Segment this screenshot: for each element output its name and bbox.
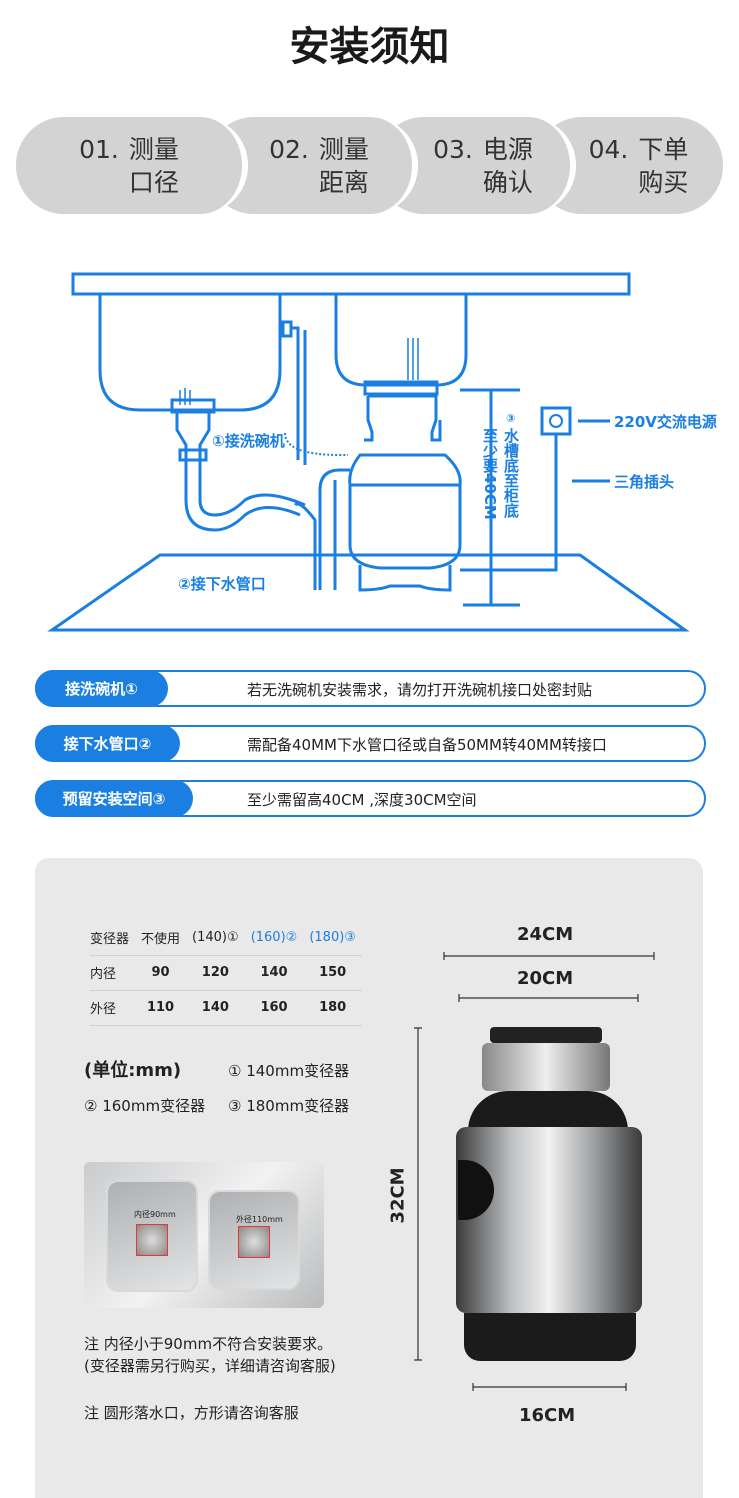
legend-2: ② 160mm变径器 — [84, 1097, 206, 1115]
step-label: 测量 — [318, 134, 369, 164]
plug-label: 三角插头 — [614, 473, 675, 491]
cell: 120 — [186, 955, 245, 991]
info-tag: 接下水管口② — [35, 725, 180, 762]
step-label: 购买 — [638, 167, 689, 197]
cell: 150 — [303, 955, 362, 991]
note-1: 注 内径小于90mm不符合安装要求。 — [84, 1335, 333, 1353]
step-label: 确认 — [482, 167, 533, 197]
right-drain — [363, 380, 439, 396]
unit-label: (单位:mm) — [84, 1060, 182, 1081]
cell: 160 — [244, 990, 304, 1026]
cell: 90 — [135, 955, 187, 991]
step-num: 03. — [433, 135, 473, 164]
page-title: 安装须知 — [289, 24, 450, 70]
info-text: 若无洗碗机安装需求，请勿打开洗碗机接口处密封贴 — [247, 681, 593, 699]
power-outlet — [540, 406, 572, 436]
right-sink — [334, 295, 468, 387]
step-label: 下单 — [638, 134, 689, 164]
cell: 140 — [244, 955, 304, 991]
left-drain — [170, 398, 216, 414]
sink-photo: 内径90mm 外径110mm — [84, 1162, 324, 1308]
step-label: 测量 — [128, 134, 179, 164]
header-cell: (160)② — [244, 920, 304, 956]
step-label: 口径 — [128, 167, 179, 197]
step-1: 01. 测量口径 — [16, 117, 248, 214]
dimension-lines — [414, 952, 655, 1391]
step-num: 02. — [269, 135, 309, 164]
cabinet-floor — [47, 553, 690, 632]
drain-hole-inner — [136, 1224, 168, 1256]
info-tag: 预留安装空间③ — [35, 780, 193, 817]
disposer-base — [358, 565, 452, 592]
step-label: 电源 — [482, 134, 533, 164]
header-cell: 不使用 — [135, 920, 187, 956]
note-3: 注 圆形落水口，方形请咨询客服 — [84, 1404, 299, 1422]
cell: 180 — [303, 990, 362, 1026]
installation-diagram — [47, 272, 690, 632]
table-header: 变径器 不使用 (140)① (160)② (180)③ — [90, 920, 362, 956]
dishwasher-label: ①接洗碗机 — [212, 432, 285, 450]
height-label-2: 至少要40CM — [481, 428, 499, 520]
info-row-drain: 接下水管口② 需配备40MM下水管口径或自备50MM转40MM转接口 — [35, 725, 706, 762]
drain-hole-outer — [238, 1226, 270, 1258]
info-text: 需配备40MM下水管口径或自备50MM转40MM转接口 — [247, 736, 607, 754]
drain-label: ②接下水管口 — [178, 575, 266, 593]
disposer-body — [348, 453, 462, 570]
left-sink — [98, 295, 282, 412]
info-tag: 接洗碗机① — [35, 670, 168, 707]
dim-height: 32CM — [387, 1167, 409, 1224]
height-label-1: 水槽底至柜底 — [502, 428, 520, 518]
dim-top-inner: 20CM — [517, 968, 574, 989]
steps-bar: 01.测量口径 02.测量距离 03.电源确认 04.下单购买 — [16, 117, 723, 214]
dim-bottom: 16CM — [519, 1405, 576, 1426]
cell: 内径 — [90, 955, 136, 991]
header-cell: (180)③ — [303, 920, 362, 956]
step-num: 01. — [79, 135, 119, 164]
step-label: 距离 — [318, 167, 369, 197]
sink-outer-label: 外径110mm — [236, 1215, 283, 1224]
step-num: 04. — [588, 135, 629, 164]
countertop — [71, 272, 631, 296]
note-2: (变径器需另行购买，详细请咨询客服) — [84, 1357, 336, 1375]
header-cell: (140)① — [186, 920, 245, 956]
cell: 140 — [186, 990, 245, 1026]
legend-1: ① 140mm变径器 — [228, 1062, 350, 1080]
power-label: 220V交流电源 — [614, 413, 717, 431]
trap-pipe — [184, 475, 301, 532]
cell: 外径 — [90, 990, 136, 1026]
header-cell: 变径器 — [90, 920, 136, 956]
info-text: 至少需留高40CM ,深度30CM空间 — [247, 791, 477, 809]
sink-inner-label: 内径90mm — [134, 1210, 176, 1219]
dim-top-outer: 24CM — [517, 924, 574, 945]
info-row-space: 预留安装空间③ 至少需留高40CM ,深度30CM空间 — [35, 780, 706, 817]
cell: 110 — [135, 990, 187, 1026]
legend-3: ③ 180mm变径器 — [228, 1097, 350, 1115]
info-row-dishwasher: 接洗碗机① 若无洗碗机安装需求，请勿打开洗碗机接口处密封贴 — [35, 670, 706, 707]
disposer-photo — [450, 1025, 650, 1365]
overflow — [281, 320, 293, 338]
height-num: ③ — [506, 412, 516, 425]
